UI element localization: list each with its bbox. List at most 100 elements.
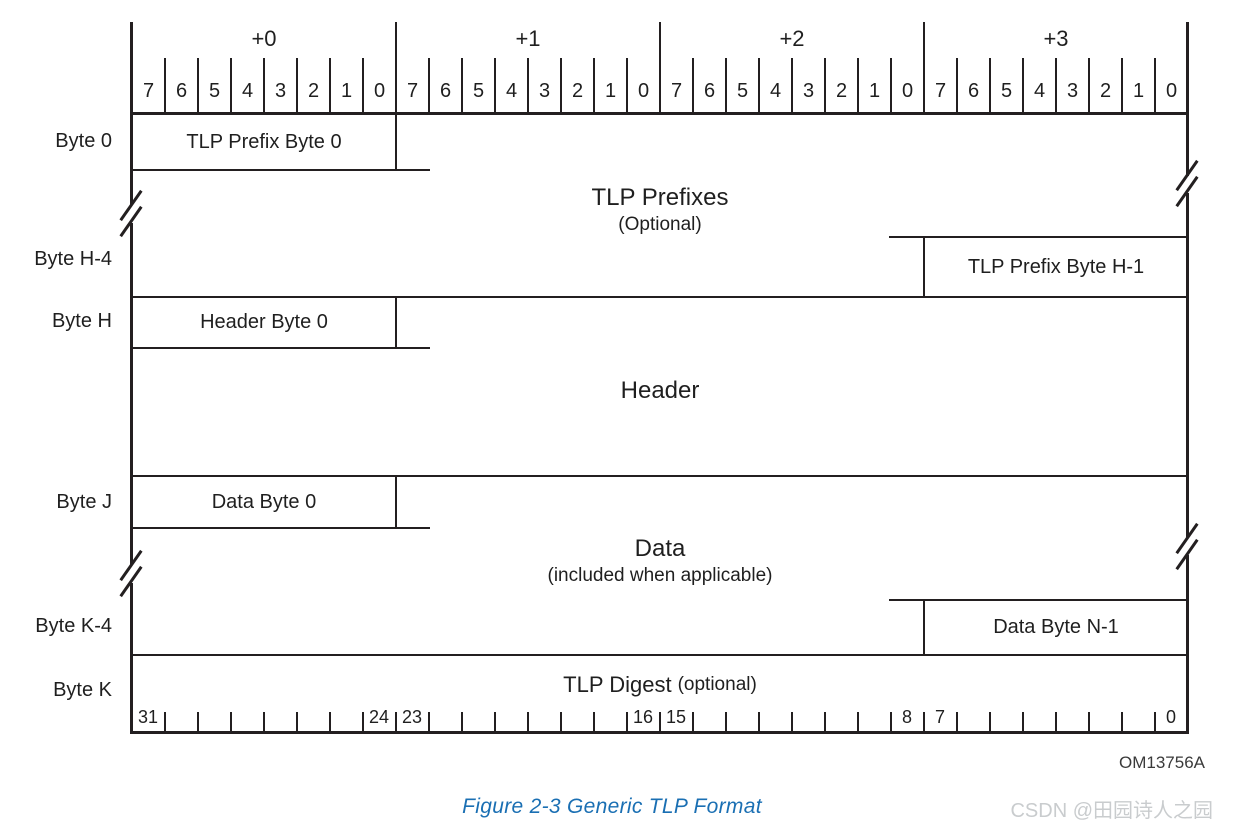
grid-line	[494, 712, 496, 732]
bit-number: 2	[307, 79, 320, 102]
grid-line	[296, 58, 298, 113]
figure-caption: Figure 2-3 Generic TLP Format	[462, 795, 762, 818]
bottom-bit-scale-number: 31	[137, 706, 159, 727]
bit-number: 3	[538, 79, 551, 102]
grid-line	[131, 169, 430, 171]
grid-line	[131, 527, 430, 529]
grid-line	[395, 297, 397, 348]
bottom-bit-scale-number: 24	[368, 706, 390, 727]
bit-number: 3	[802, 79, 815, 102]
row-label-byte-k-4: Byte K-4	[35, 614, 112, 637]
bottom-bit-scale-number: 7	[934, 706, 945, 727]
grid-line	[527, 58, 529, 113]
bit-number: 6	[703, 79, 716, 102]
row-label-byte-h: Byte H	[51, 309, 112, 332]
grid-line	[560, 58, 562, 113]
bit-number: 0	[901, 79, 914, 102]
grid-line	[428, 712, 430, 732]
grid-line	[130, 475, 1188, 477]
grid-line	[791, 712, 793, 732]
grid-line	[923, 22, 925, 114]
grid-line	[428, 58, 430, 113]
grid-line	[725, 58, 727, 113]
grid-line	[1022, 712, 1024, 732]
grid-line	[362, 712, 364, 732]
grid-line	[758, 58, 760, 113]
grid-line	[956, 712, 958, 732]
grid-line	[296, 712, 298, 732]
byte-group-header: +1	[515, 26, 541, 51]
cell-tlp-digest: TLP Digest (optional)	[360, 670, 960, 700]
grid-line	[263, 58, 265, 113]
grid-line	[824, 58, 826, 113]
bit-number: 0	[1165, 79, 1178, 102]
part-number: OM13756A	[1119, 753, 1205, 772]
byte-group-header: +2	[779, 26, 805, 51]
row-label-byte-k: Byte K	[53, 678, 112, 701]
grid-line	[395, 712, 397, 732]
bit-number: 4	[769, 79, 782, 102]
cell-data-title: Data	[634, 535, 686, 562]
grid-line	[560, 712, 562, 732]
bit-number: 1	[604, 79, 617, 102]
bit-number: 7	[406, 79, 419, 102]
bit-number: 0	[637, 79, 650, 102]
bit-number: 6	[439, 79, 452, 102]
grid-line	[1088, 712, 1090, 732]
grid-line	[659, 712, 661, 732]
grid-line	[130, 112, 1189, 115]
grid-line	[824, 712, 826, 732]
grid-line	[692, 712, 694, 732]
cell-data-byte-0: Data Byte 0	[211, 490, 317, 513]
grid-line	[593, 712, 595, 732]
bit-number: 5	[1000, 79, 1013, 102]
grid-line	[130, 654, 1188, 656]
grid-line	[130, 296, 1188, 298]
bit-number: 1	[868, 79, 881, 102]
grid-line	[626, 712, 628, 732]
bit-number: 7	[934, 79, 947, 102]
row-label-byte-j: Byte J	[56, 490, 112, 513]
grid-line	[1088, 58, 1090, 113]
grid-line	[1055, 58, 1057, 113]
bit-number: 2	[835, 79, 848, 102]
bottom-bit-scale-number: 0	[1165, 706, 1176, 727]
grid-line	[923, 600, 925, 655]
grid-line	[230, 712, 232, 732]
grid-line	[659, 22, 661, 114]
bit-number: 5	[208, 79, 221, 102]
grid-line	[923, 237, 925, 297]
bit-number: 0	[373, 79, 386, 102]
tlp-digest-title: TLP Digest	[563, 672, 672, 697]
row-label-byte-0: Byte 0	[55, 129, 112, 152]
bottom-bit-scale-number: 16	[632, 706, 654, 727]
bottom-bit-scale-number: 15	[665, 706, 687, 727]
grid-line	[395, 22, 397, 170]
cell-tlp-prefix-byte-0: TLP Prefix Byte 0	[186, 130, 342, 153]
grid-line	[1022, 58, 1024, 113]
grid-line	[626, 58, 628, 113]
grid-line	[857, 58, 859, 113]
cell-header-title: Header	[620, 377, 700, 404]
cell-tlp-prefix-byte-h-1: TLP Prefix Byte H-1	[967, 255, 1145, 278]
bit-number: 1	[1132, 79, 1145, 102]
cell-tlp-prefixes-title: TLP Prefixes	[591, 184, 729, 211]
grid-line	[923, 712, 925, 732]
grid-line	[989, 58, 991, 113]
grid-line	[329, 58, 331, 113]
grid-line	[164, 712, 166, 732]
grid-line	[593, 58, 595, 113]
cell-data-byte-n-1: Data Byte N-1	[993, 615, 1119, 638]
bit-number: 7	[142, 79, 155, 102]
grid-line	[130, 223, 133, 565]
grid-line	[395, 476, 397, 528]
grid-line	[1186, 193, 1189, 538]
grid-line	[1121, 58, 1123, 113]
grid-line	[527, 712, 529, 732]
watermark: CSDN @田园诗人之园	[1010, 799, 1213, 822]
grid-line	[197, 58, 199, 113]
grid-line	[130, 583, 133, 733]
grid-line	[1055, 712, 1057, 732]
grid-line	[1186, 22, 1189, 176]
